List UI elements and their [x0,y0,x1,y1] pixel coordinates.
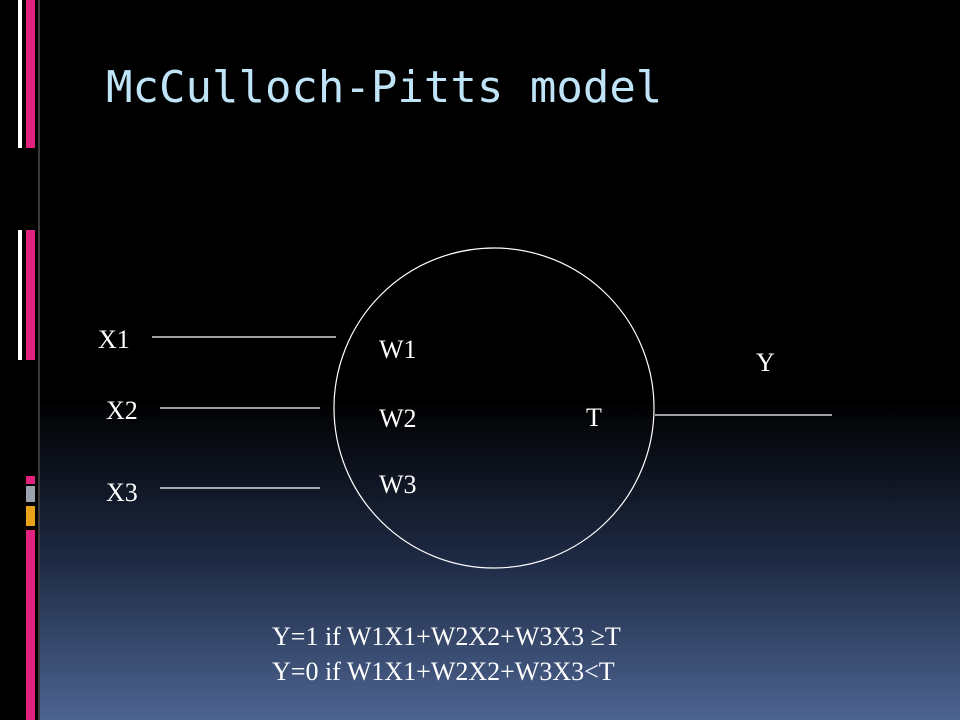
equation-fire: Y=1 if W1X1+W2X2+W3X3 ≥T [272,622,621,651]
pink-block-a [26,476,35,484]
pink-stripe-bottom [26,530,35,720]
pink-stripe-top [26,0,35,148]
weight-label-w1: W1 [379,335,417,364]
threshold-label: T [586,403,602,432]
weight-label-w2: W2 [379,404,417,433]
weight-label-w3: W3 [379,470,417,499]
input-label-x1: X1 [98,325,130,354]
equation-rest: Y=0 if W1X1+W2X2+W3X3<T [272,657,615,686]
gray-block [26,486,35,502]
left-decoration-bar [0,0,40,720]
orange-block [26,506,35,526]
white-stripe-mid [18,230,22,360]
neuron-circle [333,247,655,569]
slide-title: McCulloch-Pitts model [106,62,663,113]
output-label-y: Y [756,348,775,377]
accent-stripes [18,0,35,720]
input-label-x2: X2 [106,396,138,425]
pink-stripe-mid [26,230,35,360]
white-stripe-top [18,0,22,148]
input-label-x3: X3 [106,478,138,507]
